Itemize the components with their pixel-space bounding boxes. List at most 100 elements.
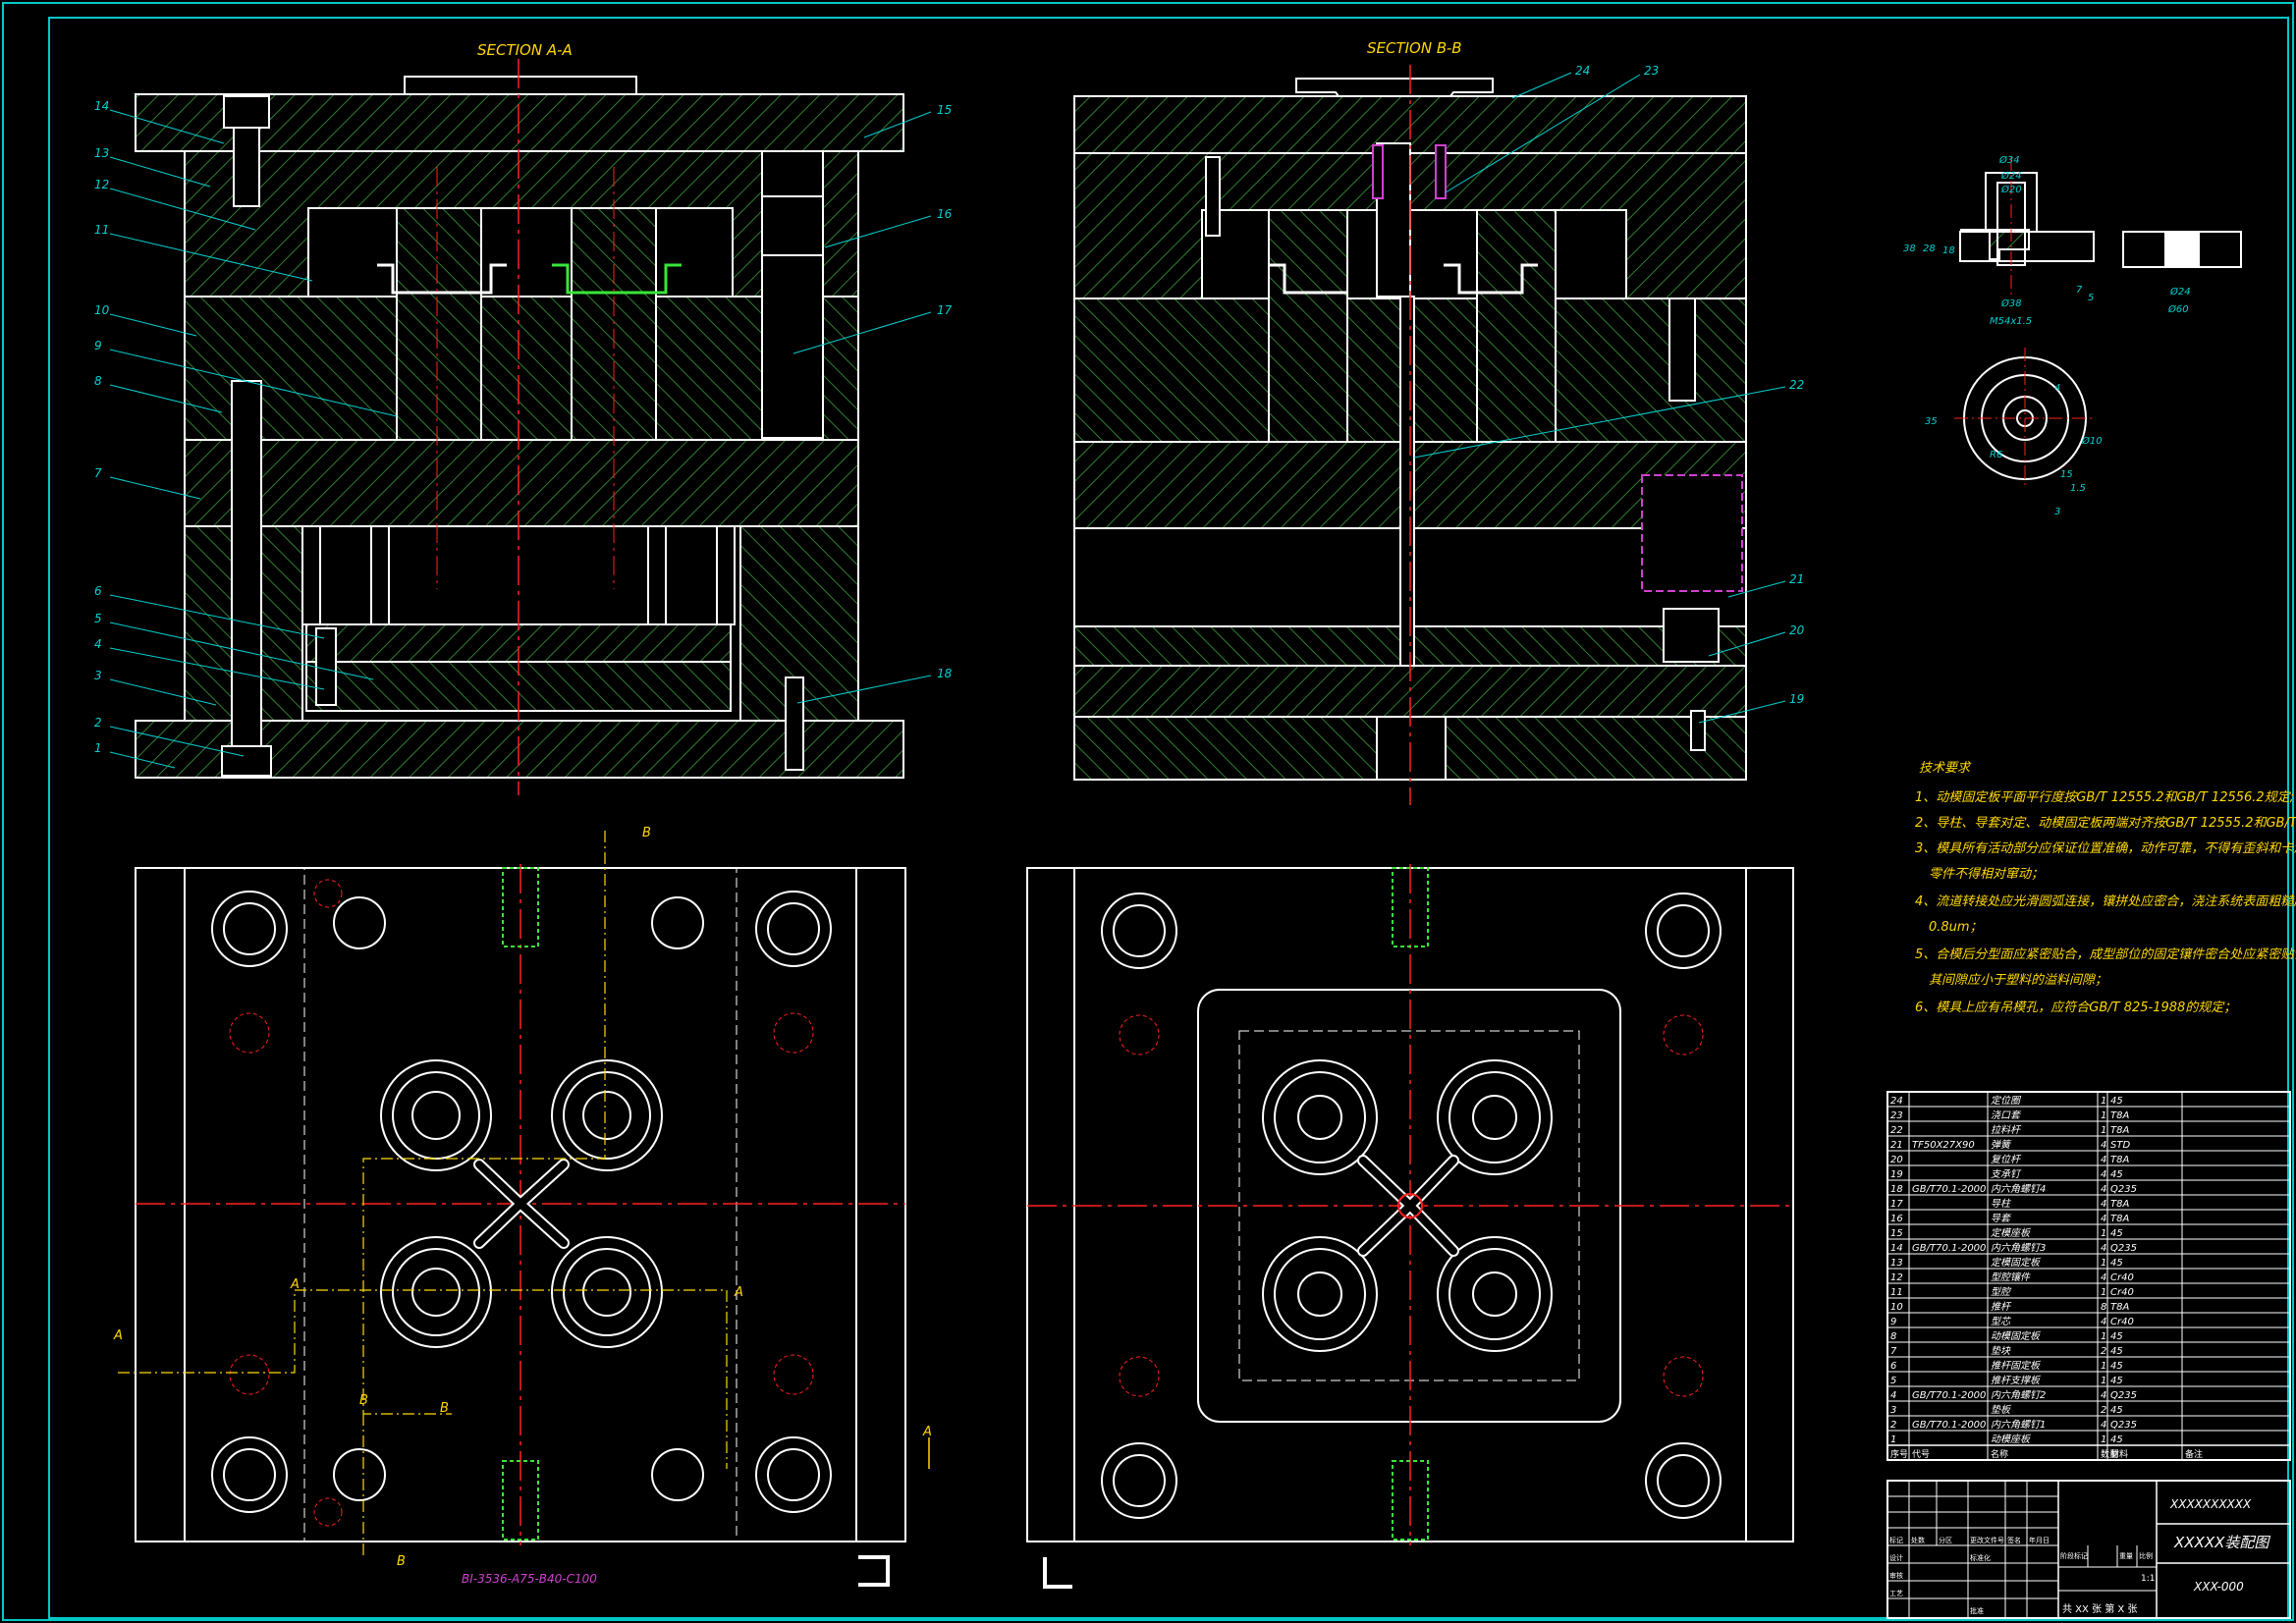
bom-cell-mat: Cr40 xyxy=(2110,1287,2134,1298)
callout-21: 21 xyxy=(1789,572,1804,586)
tech-requirements: 技术要求 1、动模固定板平面平行度按GB/T 12555.2和GB/T 1255… xyxy=(1915,761,2296,1015)
bom-header-cell: 序号 xyxy=(1890,1448,1908,1460)
tb-drawing-no: XXX-000 xyxy=(2193,1580,2244,1594)
callout-18: 18 xyxy=(937,667,953,680)
dim-12: 7 xyxy=(2076,285,2083,296)
callout-1: 1 xyxy=(94,741,102,755)
bom-cell-qty: 1 xyxy=(2101,1361,2106,1372)
bom-cell-no: 18 xyxy=(1890,1184,1903,1195)
bom-cell-mat: Cr40 xyxy=(2110,1272,2134,1283)
bom-cell-name: 弹簧 xyxy=(1991,1139,2012,1151)
bom-cell-qty: 4 xyxy=(2101,1243,2106,1254)
bom-cell-no: 15 xyxy=(1890,1228,1903,1239)
bom-cell-qty: 4 xyxy=(2101,1184,2106,1195)
bom-cell-mat: 45 xyxy=(2110,1331,2123,1342)
bom-cell-name: 支承钉 xyxy=(1991,1168,2022,1180)
bom-cell-qty: 1 xyxy=(2101,1125,2106,1136)
bom-header-cell: 代号 xyxy=(1912,1449,1930,1460)
dim-4: Ø38 xyxy=(2000,298,2022,309)
bom-cell-mat: 45 xyxy=(2110,1376,2123,1386)
section-b-title: SECTION B-B xyxy=(1367,39,1462,57)
tech-item-3: 3、模具所有活动部分应保证位置准确，动作可靠，不得有歪斜和卡滞现象；要求固定的 xyxy=(1915,840,2296,856)
bom-cell-qty: 1 xyxy=(2101,1258,2106,1269)
view-corner-mark-right xyxy=(1043,1557,1072,1589)
bom-cell-qty: 4 xyxy=(2101,1155,2106,1165)
bom-cell-no: 7 xyxy=(1890,1346,1897,1357)
tech-item-7: 5、合模后分型面应紧密贴合，成型部位的固定镶件密合处应紧密贴合，如有局部间隙， xyxy=(1915,947,2296,962)
bom-cell-mat: 45 xyxy=(2110,1346,2123,1357)
bom-cell-mat: T8A xyxy=(2110,1302,2129,1313)
dim-19: 3 xyxy=(2054,507,2060,517)
bom-cell-name: 垫板 xyxy=(1991,1404,2012,1416)
callout-16: 16 xyxy=(937,207,953,221)
tb-label-2: 处数 xyxy=(1911,1536,1925,1544)
core-plate xyxy=(184,296,859,441)
sprue-puller xyxy=(1399,296,1415,667)
bom-cell-no: 10 xyxy=(1890,1302,1903,1313)
bom-header-cell: 名称 xyxy=(1991,1448,2008,1460)
bom-cell-no: 21 xyxy=(1890,1140,1903,1151)
tech-item-2: 2、导柱、导套对定、动模固定板两端对齐按GB/T 12555.2和GB/T 12… xyxy=(1915,815,2296,831)
callout-20: 20 xyxy=(1789,623,1805,637)
tb-label-3: 分区 xyxy=(1939,1536,1952,1544)
bom-cell-qty: 4 xyxy=(2101,1140,2106,1151)
bom-cell-no: 5 xyxy=(1890,1376,1896,1386)
bom-cell-name: 型腔镶件 xyxy=(1991,1271,2031,1283)
bom-cell-mat: T8A xyxy=(2110,1155,2129,1165)
dim-18: 1.5 xyxy=(2070,483,2086,494)
plan-view-right xyxy=(1026,864,1794,1545)
section-b-b-view: SECTION B-B xyxy=(1073,39,1747,805)
bom-cell-std: GB/T70.1-2000 xyxy=(1912,1243,1986,1254)
tech-item-5: 4、流道转接处应光滑圆弧连接，镶拼处应密合，浇注系统表面粗糙度参数Ra值不大于 xyxy=(1915,893,2296,909)
tb-label-6: 年月日 xyxy=(2029,1536,2050,1544)
tb-label-12: 阶段标记 xyxy=(2060,1551,2088,1560)
tb-label-5: 签名 xyxy=(2007,1536,2021,1544)
tech-item-6: 0.8um； xyxy=(1929,920,1983,935)
bom-cell-qty: 1 xyxy=(2101,1331,2106,1342)
tb-label-14: 比例 xyxy=(2139,1551,2153,1560)
marker-b-2: B xyxy=(359,1393,368,1408)
bom-cell-name: 推杆 xyxy=(1991,1301,2012,1313)
bom-cell-qty: 4 xyxy=(2101,1420,2106,1431)
tb-label-13: 重量 xyxy=(2119,1552,2133,1560)
tech-item-9: 6、模具上应有吊模孔，应符合GB/T 825-1988的规定； xyxy=(1915,1000,2236,1015)
bom-cell-mat: 45 xyxy=(2110,1434,2123,1445)
core-insert-1 xyxy=(396,207,482,441)
dim-10: 28 xyxy=(1923,243,1936,254)
bom-cell-no: 3 xyxy=(1890,1405,1896,1416)
bom-cell-qty: 4 xyxy=(2101,1199,2106,1210)
bom-header-cell: 材料 xyxy=(2110,1448,2128,1460)
bom-cell-name: 定模座板 xyxy=(1991,1227,2032,1239)
bom-cell-qty: 1 xyxy=(2101,1287,2106,1298)
bom-cell-qty: 4 xyxy=(2101,1272,2106,1283)
bom-cell-no: 4 xyxy=(1890,1390,1896,1401)
tb-label-9: 审核 xyxy=(1889,1571,1903,1580)
tb-label-4: 更改文件号 xyxy=(1970,1536,2004,1544)
dim-15: R6 xyxy=(1990,450,2002,460)
dim-16: 4 xyxy=(2054,383,2060,394)
bom-cell-qty: 4 xyxy=(2101,1169,2106,1180)
bom-cell-name: 浇口套 xyxy=(1991,1109,2022,1121)
callout-12: 12 xyxy=(94,178,109,191)
bom-cell-no: 2 xyxy=(1890,1420,1896,1431)
tb-label-8: 标准化 xyxy=(1970,1553,1991,1562)
bom-cell-std: TF50X27X90 xyxy=(1912,1140,1975,1151)
callouts-right: 24 23 22 21 20 19 xyxy=(1413,64,1805,724)
part-detail xyxy=(1954,157,2242,489)
bom-cell-name: 导柱 xyxy=(1991,1198,2012,1210)
section-a-a-view: SECTION A-A xyxy=(135,41,904,795)
callout-24: 24 xyxy=(1575,64,1590,78)
dim-7: Ø60 xyxy=(2167,303,2189,315)
bom-cell-qty: 4 xyxy=(2101,1317,2106,1327)
bom-cell-no: 16 xyxy=(1890,1214,1903,1224)
bom-cell-no: 17 xyxy=(1890,1199,1903,1210)
callout-10: 10 xyxy=(94,303,110,317)
callout-15: 15 xyxy=(937,103,952,117)
bom-cell-std: GB/T70.1-2000 xyxy=(1912,1390,1986,1401)
bom-cell-no: 23 xyxy=(1890,1110,1903,1121)
tb-label-7: 设计 xyxy=(1889,1553,1903,1562)
bom-cell-name: 推杆固定板 xyxy=(1991,1360,2042,1372)
marker-a-2: A xyxy=(290,1277,300,1292)
